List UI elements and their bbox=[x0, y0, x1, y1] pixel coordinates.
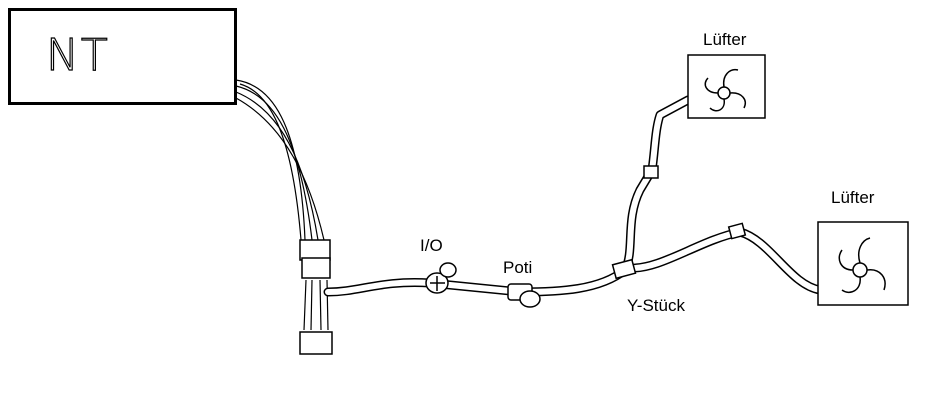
potentiometer bbox=[507, 283, 541, 308]
fan-right-label: Lüfter bbox=[831, 188, 875, 207]
fan-top-label: Lüfter bbox=[703, 30, 747, 49]
psu-connector bbox=[299, 239, 333, 355]
power-supply-box bbox=[8, 8, 237, 105]
fan-cable bbox=[323, 95, 825, 297]
fan-right bbox=[817, 221, 909, 306]
io-switch bbox=[425, 262, 457, 294]
y-splitter bbox=[611, 165, 747, 280]
poti-label: Poti bbox=[503, 258, 533, 277]
fan-top bbox=[687, 54, 766, 119]
power-supply-label: NT bbox=[45, 29, 110, 81]
y-splitter-label: Y-Stück bbox=[627, 296, 685, 315]
io-label: I/O bbox=[420, 236, 443, 255]
psu-wire-bundle bbox=[235, 79, 329, 331]
